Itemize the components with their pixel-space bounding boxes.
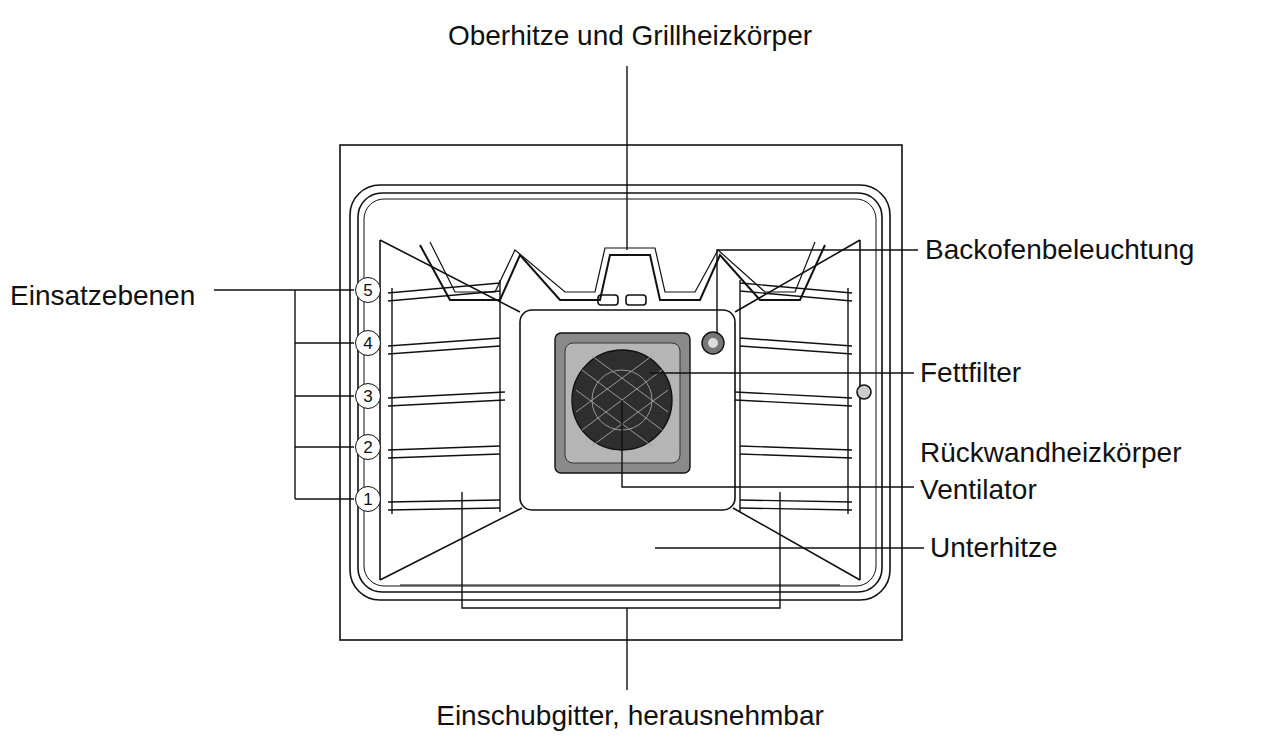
callout-text: 4 [363,335,372,352]
part-label: Ventilator [920,474,1037,506]
part-label: Rückwandheizkörper [920,437,1181,469]
callout-text: 5 [363,282,372,299]
part-label: Oberhitze und Grillheizkörper [448,20,812,52]
part-label: Fettfilter [920,357,1021,389]
callout-number: 2 [355,434,381,460]
callout-text: 3 [363,388,372,405]
callout-text: 2 [363,439,372,456]
part-label: Einsatzebenen [10,280,195,312]
callout-text: 1 [363,491,372,508]
part-label: Backofenbeleuchtung [925,234,1194,266]
callout-number: 3 [355,383,381,409]
callout-number: 5 [355,277,381,303]
part-label: Einschubgitter, herausnehmbar [436,700,824,732]
part-label: Unterhitze [930,532,1058,564]
callout-number: 1 [355,486,381,512]
callout-number: 4 [355,330,381,356]
